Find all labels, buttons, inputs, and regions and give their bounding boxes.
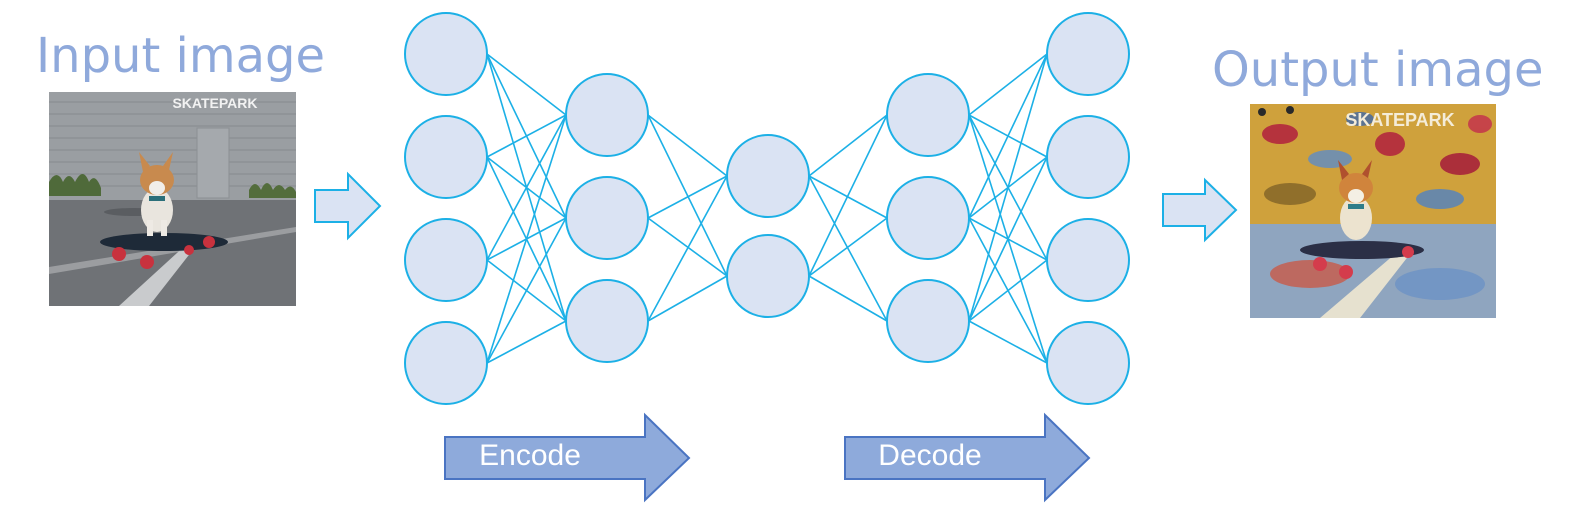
node-layer2-2 bbox=[565, 176, 649, 260]
node-layer4-3 bbox=[886, 279, 970, 363]
edge-l1-n4-to-n2 bbox=[486, 217, 567, 364]
input-arrow bbox=[314, 171, 382, 241]
edge-l1-n3-to-n1 bbox=[486, 114, 567, 261]
edge-l3-n2-to-n1 bbox=[808, 114, 888, 277]
edge-l1-n1-to-n1 bbox=[486, 53, 567, 116]
edge-l1-n4-to-n3 bbox=[486, 320, 567, 364]
output-image: SKATEPARK bbox=[1250, 104, 1496, 318]
input-image: SKATEPARK bbox=[49, 92, 296, 306]
output-sign-text: SKATEPARK bbox=[1345, 110, 1454, 130]
decode-label: Decode bbox=[878, 439, 982, 472]
node-layer5-4 bbox=[1046, 321, 1130, 405]
input-sign-text: SKATEPARK bbox=[172, 95, 257, 111]
edge-l3-n1-to-n1 bbox=[808, 114, 888, 177]
edge-l4-n2-to-n1 bbox=[968, 53, 1048, 219]
edge-l4-n1-to-n1 bbox=[968, 53, 1048, 116]
edge-l4-n3-to-n1 bbox=[968, 53, 1048, 322]
node-layer3-2 bbox=[726, 234, 810, 318]
edge-l2-n3-to-n2 bbox=[647, 275, 728, 322]
node-layer2-3 bbox=[565, 279, 649, 363]
node-layer4-1 bbox=[886, 73, 970, 157]
output-image-label: Output image bbox=[1212, 42, 1544, 98]
node-layer1-3 bbox=[404, 218, 488, 302]
decode-arrow bbox=[844, 412, 1091, 503]
node-layer1-4 bbox=[404, 321, 488, 405]
node-layer4-2 bbox=[886, 176, 970, 260]
edge-l2-n1-to-n2 bbox=[647, 114, 728, 277]
node-layer5-3 bbox=[1046, 218, 1130, 302]
edge-l2-n1-to-n1 bbox=[647, 114, 728, 177]
edge-l4-n3-to-n3 bbox=[968, 259, 1048, 322]
node-layer2-1 bbox=[565, 73, 649, 157]
edge-l4-n3-to-n2 bbox=[968, 156, 1048, 322]
edge-l3-n2-to-n3 bbox=[808, 275, 888, 322]
input-image-label: Input image bbox=[36, 28, 326, 84]
output-arrow bbox=[1162, 177, 1238, 243]
node-layer1-2 bbox=[404, 115, 488, 199]
encode-label: Encode bbox=[479, 439, 581, 472]
network-nodes bbox=[404, 12, 1130, 405]
edge-l3-n1-to-n3 bbox=[808, 175, 888, 322]
edge-l1-n4-to-n1 bbox=[486, 114, 567, 364]
network-edges bbox=[486, 53, 1048, 364]
node-layer3-1 bbox=[726, 134, 810, 218]
edge-l2-n2-to-n1 bbox=[647, 175, 728, 219]
node-layer5-2 bbox=[1046, 115, 1130, 199]
edge-l1-n2-to-n1 bbox=[486, 114, 567, 158]
encode-arrow bbox=[444, 412, 691, 503]
edge-l4-n3-to-n4 bbox=[968, 320, 1048, 364]
node-layer1-1 bbox=[404, 12, 488, 96]
edge-l3-n2-to-n2 bbox=[808, 217, 888, 277]
node-layer5-1 bbox=[1046, 12, 1130, 96]
edge-l2-n3-to-n1 bbox=[647, 175, 728, 322]
